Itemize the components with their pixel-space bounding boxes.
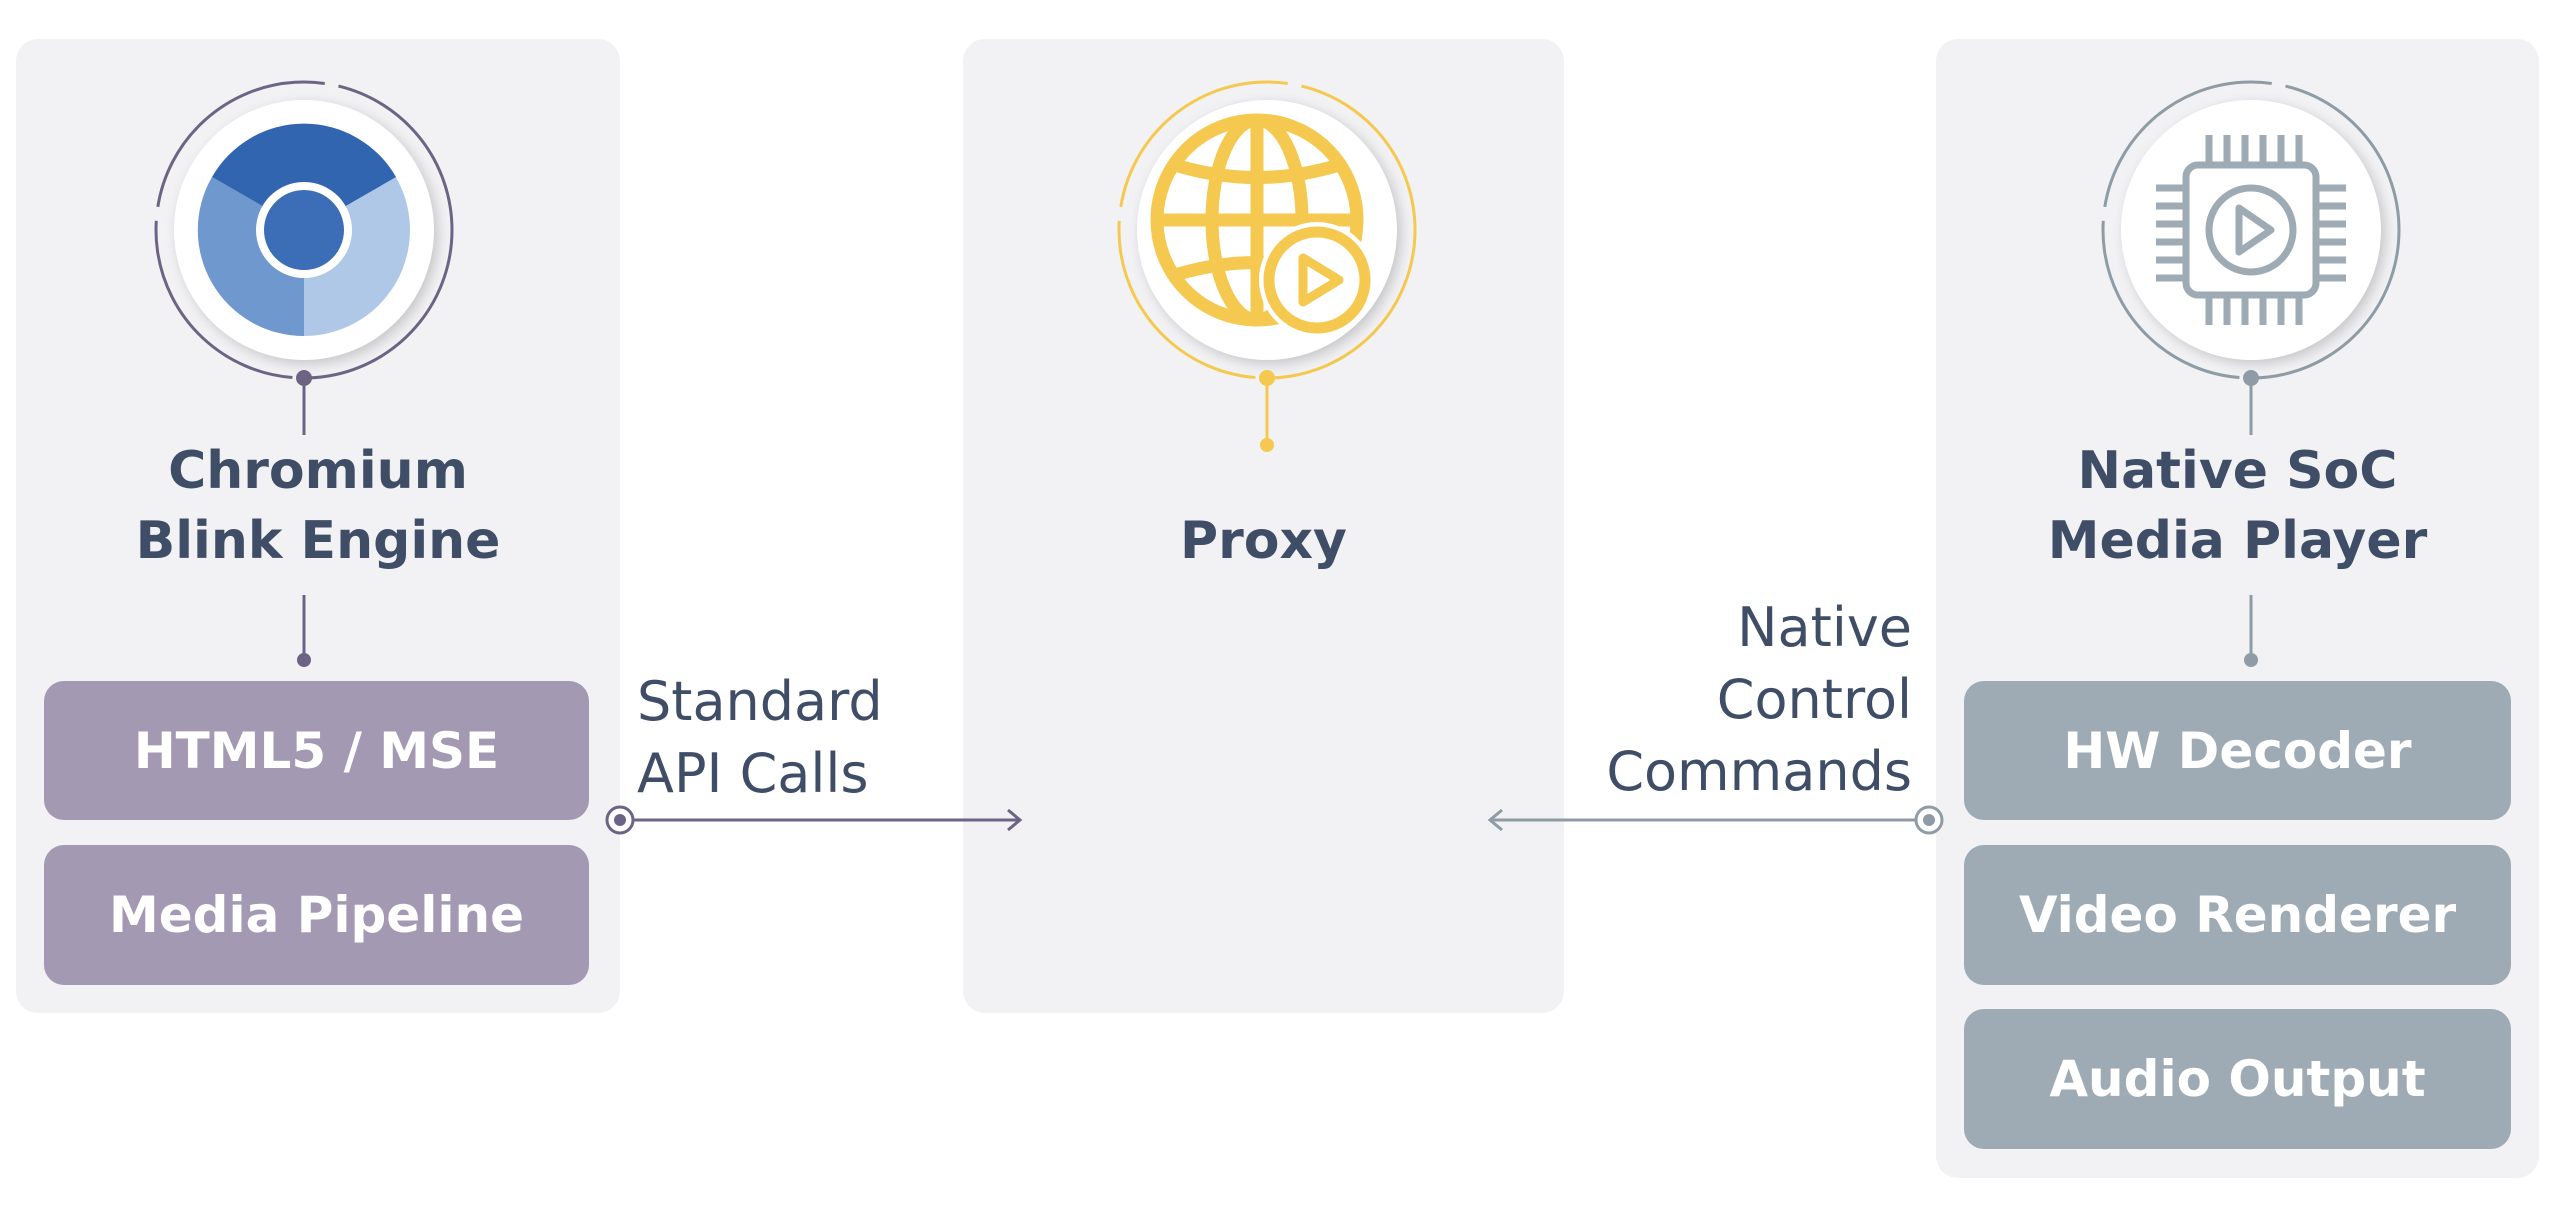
component-html5-mse: HTML5 / MSE — [44, 681, 589, 820]
component-label: Media Pipeline — [108, 886, 524, 944]
component-label: HTML5 / MSE — [133, 721, 500, 780]
component-hw-decoder: HW Decoder — [1964, 681, 2511, 820]
chip-play-icon — [2101, 80, 2401, 435]
native-title: Native SoC Media Player — [1936, 436, 2539, 576]
globe-play-icon — [1117, 80, 1417, 452]
component-label: Audio Output — [2049, 1050, 2426, 1108]
component-label: Video Renderer — [2018, 886, 2457, 944]
native-commands-arrow — [1487, 805, 1944, 835]
label-line: Native — [1737, 596, 1912, 659]
label-line: Standard — [637, 670, 883, 733]
title-line: Proxy — [1180, 511, 1347, 571]
label-line: API Calls — [637, 742, 869, 805]
component-media-pipeline: Media Pipeline — [44, 845, 589, 985]
chromium-logo-icon — [154, 80, 454, 435]
title-line: Blink Engine — [135, 511, 501, 571]
label-line: Control — [1716, 668, 1912, 731]
component-video-renderer: Video Renderer — [1964, 845, 2511, 985]
component-audio-output: Audio Output — [1964, 1009, 2511, 1149]
native-commands-label: Native Control Commands — [1606, 592, 1912, 808]
api-calls-label: Standard API Calls — [637, 666, 883, 810]
chromium-title: Chromium Blink Engine — [16, 436, 620, 576]
proxy-title: Proxy — [963, 506, 1564, 576]
title-line: Chromium — [168, 441, 468, 501]
title-line: Media Player — [2047, 511, 2428, 571]
component-label: HW Decoder — [2063, 721, 2412, 780]
title-line: Native SoC — [2077, 441, 2398, 501]
label-line: Commands — [1606, 740, 1912, 803]
native-connector — [2244, 595, 2258, 667]
api-calls-arrow — [605, 805, 1023, 835]
chromium-connector — [297, 595, 311, 667]
